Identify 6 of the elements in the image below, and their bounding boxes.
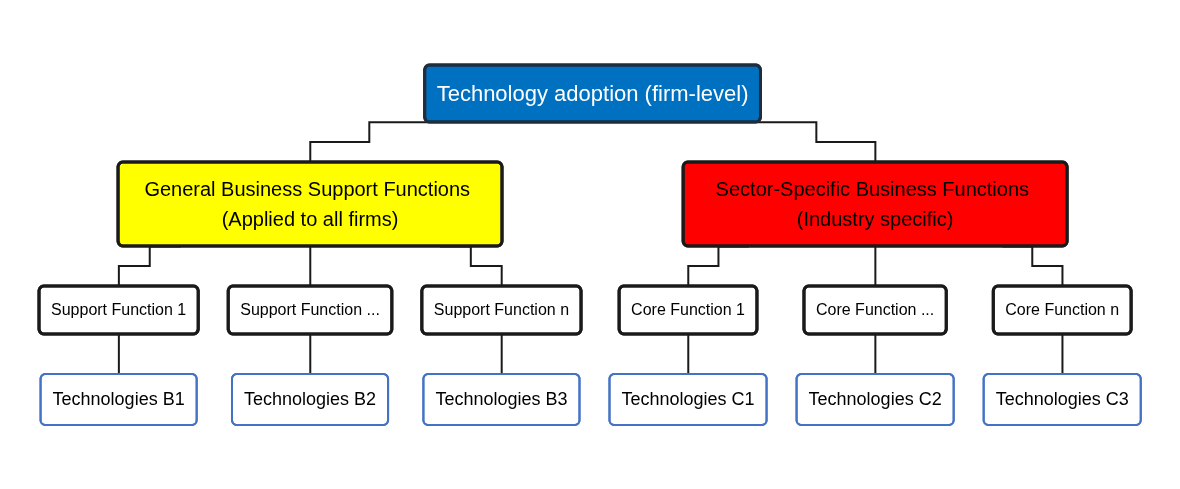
connector: [1061, 333, 1064, 375]
connector: [118, 333, 121, 375]
connector: [874, 333, 877, 375]
connector: [687, 333, 690, 375]
connector: [500, 333, 504, 375]
connector: [309, 333, 312, 375]
